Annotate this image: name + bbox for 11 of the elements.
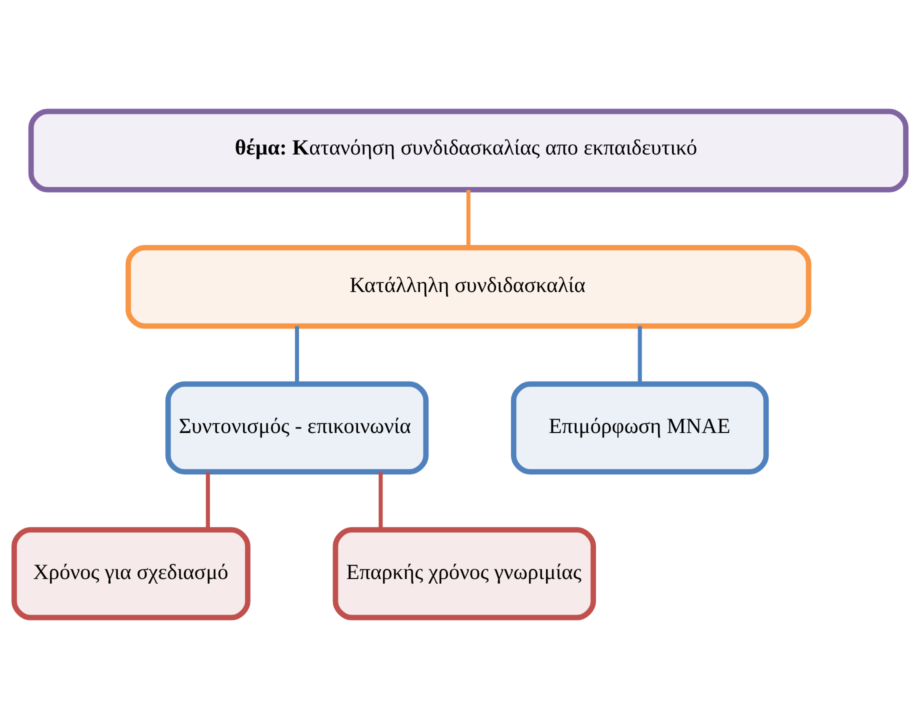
- node-box: Χρόνος για σχεδιασμό: [12, 526, 250, 620]
- connector: [294, 326, 300, 384]
- connector: [206, 472, 210, 530]
- connector: [466, 189, 470, 248]
- node-box: Συντονισμός - επικοινωνία: [165, 380, 429, 474]
- node-box: Κατάλληλη συνδιδασκαλία: [126, 244, 812, 328]
- connector: [638, 326, 642, 384]
- node-box: θέμα: Κατανόηση συνδιδασκαλίας απο εκπαιδευτικό: [28, 108, 908, 192]
- node-box: Επιμόρφωση ΜΝΑΕ: [510, 380, 769, 474]
- node-box: Επαρκής χρόνος γνωριμίας: [332, 526, 596, 620]
- connector: [378, 472, 383, 530]
